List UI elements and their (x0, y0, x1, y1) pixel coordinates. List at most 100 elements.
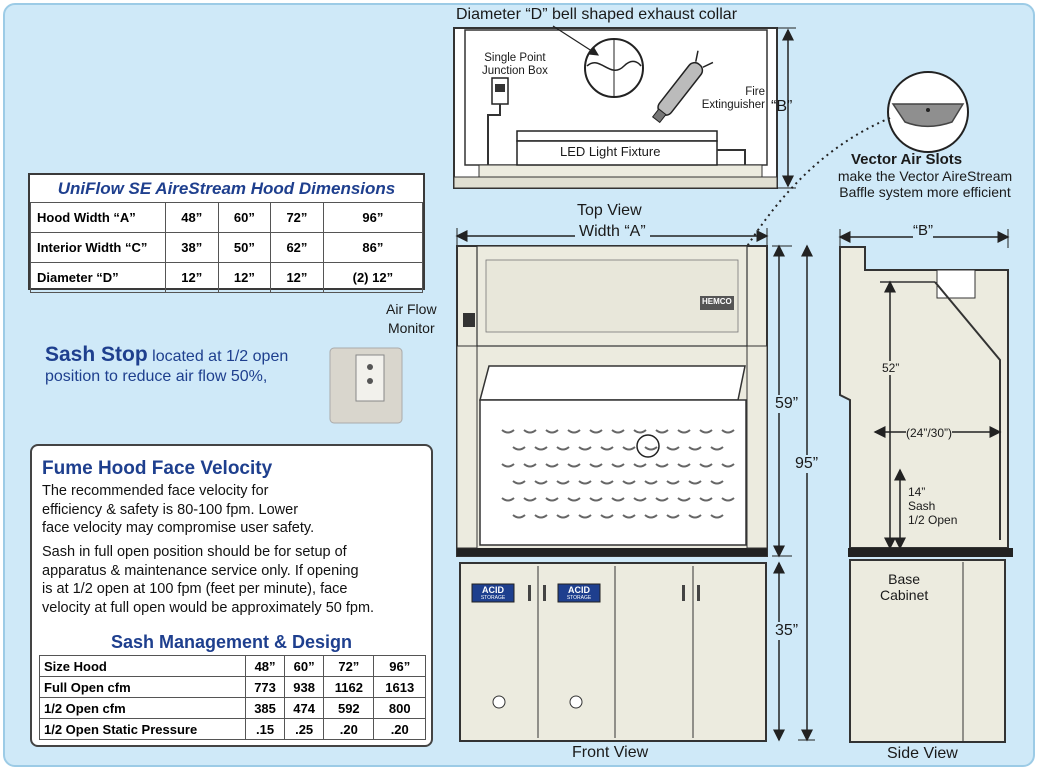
acid-sub-left: STORAGE (480, 595, 506, 601)
baffle-slot (666, 480, 680, 485)
table-cell: .20 (373, 718, 426, 740)
header-cell: 60” (284, 655, 325, 677)
baffle-slot (545, 429, 559, 434)
baffle-slot (578, 480, 592, 485)
header-cell: 48” (244, 655, 286, 677)
dim-59-label: 59” (775, 395, 799, 413)
baffle-slot (644, 480, 658, 485)
baffle-slot (688, 480, 702, 485)
vector-slot-highlight-circle (636, 434, 660, 458)
table-cell: (2) 12” (322, 262, 424, 293)
baffle-slot (589, 429, 603, 434)
side-view-drawing (838, 229, 1013, 743)
baffle-slot (578, 514, 592, 519)
acid-label-left: ACID (482, 585, 504, 595)
row-label: Hood Width “A” (30, 202, 166, 233)
table-cell: 12” (165, 262, 219, 293)
sash-stop-title: Sash Stop (45, 343, 148, 366)
baffle-slot (710, 514, 724, 519)
baffle-slot (600, 480, 614, 485)
baffle-slot (501, 497, 515, 502)
baffle-slot (534, 446, 548, 451)
baffle-slot (578, 446, 592, 451)
baffle-slot (567, 463, 581, 468)
baffle-slot (677, 463, 691, 468)
table-cell: 12” (217, 262, 272, 293)
baffle-slot (556, 514, 570, 519)
baffle-slot (622, 446, 636, 451)
row-label: Interior Width “C” (30, 232, 166, 263)
dim-95-label: 95” (795, 455, 819, 473)
row-label: Diameter “D” (30, 262, 166, 293)
baffle-slot (534, 514, 548, 519)
face-velocity-panel: Fume Hood Face Velocity The recommended … (30, 444, 433, 747)
baffle-slot (677, 497, 691, 502)
baffle-slot (655, 463, 669, 468)
table-cell: 385 (244, 697, 286, 719)
baffle-slot (567, 497, 581, 502)
baffle-slot (512, 514, 526, 519)
baffle-slot (688, 446, 702, 451)
dim-depth-label: (24”/30”) (906, 426, 953, 440)
table-row: Full Open cfm 773 938 1162 1613 (39, 676, 426, 698)
table-cell: 72” (270, 202, 324, 233)
junction-box-label: Single Point Junction Box (482, 52, 548, 77)
table-row: Interior Width “C” 38” 50” 62” 86” (30, 232, 424, 263)
sash-management-table: Size Hood 48” 60” 72” 96” Full Open cfm … (39, 655, 426, 740)
table-cell: .15 (244, 718, 286, 740)
vector-air-slot-icon (887, 71, 969, 153)
dim-14-label: 14” Sash 1/2 Open (908, 485, 958, 527)
baffle-slot (666, 446, 680, 451)
table-cell: 38” (165, 232, 219, 263)
baffle-slot (512, 480, 526, 485)
base-cabinet-label: Base Cabinet (880, 571, 929, 603)
baffle-slot (644, 446, 658, 451)
table-row: Diameter “D” 12” 12” 12” (2) 12” (30, 262, 424, 293)
header-cell: 72” (323, 655, 375, 677)
baffle-slot (611, 497, 625, 502)
top-view-drawing (453, 25, 796, 189)
baffle-slot (644, 514, 658, 519)
baffle-slot (666, 514, 680, 519)
baffle-slot (633, 429, 647, 434)
table-cell: 474 (284, 697, 325, 719)
table-cell: 96” (322, 202, 424, 233)
baffle-slot (567, 429, 581, 434)
dimensions-table: UniFlow SE AireStream Hood Dimensions Ho… (28, 173, 425, 293)
face-velocity-para-2: Sash in full open position should be for… (42, 544, 375, 616)
table-row: 1/2 Open cfm 385 474 592 800 (39, 697, 426, 719)
baffle-slot (589, 463, 603, 468)
row-label: Full Open cfm (39, 676, 246, 698)
baffle-slot (501, 429, 515, 434)
table-cell: 48” (165, 202, 219, 233)
side-b-label: “B” (913, 222, 933, 239)
table-cell: 50” (217, 232, 272, 263)
baffle-slot (512, 446, 526, 451)
table-cell: 1613 (373, 676, 426, 698)
baffle-slot (622, 514, 636, 519)
baffle-slot (622, 480, 636, 485)
collar-label: Diameter “D” bell shaped exhaust collar (456, 6, 738, 23)
dim-35-label: 35” (775, 622, 799, 640)
table-row: 1/2 Open Static Pressure .15 .25 .20 .20 (39, 718, 426, 740)
table-cell: 12” (270, 262, 324, 293)
sash-stop-photo (329, 347, 403, 424)
air-flow-monitor-label: Air Flow Monitor (386, 301, 437, 336)
face-velocity-title: Fume Hood Face Velocity (42, 458, 273, 479)
front-view-drawing (455, 228, 815, 742)
air-path-dotted-line (659, 117, 891, 441)
baffle-slot (633, 497, 647, 502)
face-velocity-para-1: The recommended face velocity for effici… (42, 483, 315, 536)
top-b-label: “B” (771, 98, 793, 115)
table-cell: 62” (270, 232, 324, 263)
table-cell: .25 (284, 718, 325, 740)
sash-stop-text-1: located at 1/2 open (147, 348, 289, 365)
baffle-slot (655, 497, 669, 502)
fire-extinguisher-label: Fire Extinguisher (701, 86, 765, 111)
front-width-label: Width “A” (575, 223, 650, 241)
baffle-slot (688, 514, 702, 519)
table-cell: 800 (373, 697, 426, 719)
table-header-row: Size Hood 48” 60” 72” 96” (39, 655, 426, 677)
